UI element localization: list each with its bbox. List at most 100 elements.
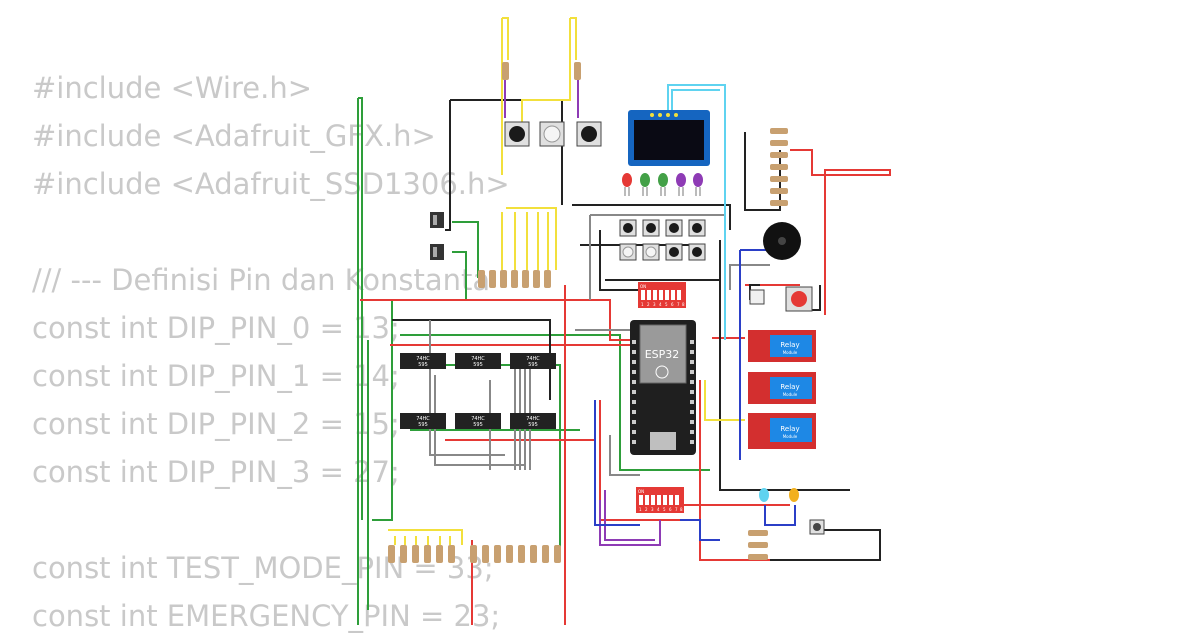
resistor-icon bbox=[530, 545, 537, 563]
dip-number: 7 bbox=[677, 302, 680, 307]
wires-gray bbox=[429, 214, 770, 476]
dip-number: 4 bbox=[659, 302, 662, 307]
resistor-icon bbox=[506, 545, 513, 563]
tact-button-icon bbox=[809, 519, 825, 535]
relay-module-1: Relay Module bbox=[748, 330, 816, 362]
relay-label: Relay bbox=[780, 341, 799, 349]
resistor-icon bbox=[489, 270, 496, 288]
dip-number: 3 bbox=[653, 302, 656, 307]
buzzer-icon bbox=[763, 222, 801, 260]
code-line: const int DIP_PIN_2 = 15; bbox=[32, 407, 400, 441]
resistor-icon bbox=[518, 545, 525, 563]
code-line: #include <Adafruit_SSD1306.h> bbox=[32, 167, 510, 201]
dip-number: 4 bbox=[657, 507, 660, 512]
led-icon bbox=[693, 173, 703, 196]
relay-label: Relay bbox=[780, 383, 799, 391]
dip-number: 8 bbox=[682, 302, 685, 307]
resistor-icon bbox=[436, 545, 443, 563]
resistor-stack-bottom-right bbox=[748, 530, 768, 560]
wires-black bbox=[392, 99, 881, 561]
pushbutton-grid bbox=[619, 219, 706, 261]
resistor-icon bbox=[770, 128, 788, 134]
dip-number: 5 bbox=[665, 302, 668, 307]
resistor-icon bbox=[482, 545, 489, 563]
resistor-row-bottom bbox=[388, 545, 561, 563]
resistor-stack-right bbox=[770, 128, 788, 206]
shift-register-1: 74HC 595 bbox=[400, 353, 446, 369]
dip-number: 5 bbox=[663, 507, 666, 512]
pushbutton-icon bbox=[504, 121, 530, 147]
dip-number: 1 bbox=[641, 302, 644, 307]
dip-on-label: ON bbox=[640, 284, 646, 289]
relay-module-3: Relay Module bbox=[748, 413, 816, 449]
resistor-icon bbox=[424, 545, 431, 563]
dip-number: 7 bbox=[675, 507, 678, 512]
resistor-icon bbox=[770, 140, 788, 146]
chip-label: 595 bbox=[528, 422, 538, 428]
led-icon bbox=[676, 173, 686, 196]
chip-label: 595 bbox=[473, 362, 483, 368]
chip-label: 595 bbox=[473, 422, 483, 428]
resistor-icon bbox=[770, 200, 788, 206]
shift-register-2: 74HC 595 bbox=[455, 353, 501, 369]
resistor-icon bbox=[388, 545, 395, 563]
chip-label: 74HC bbox=[416, 356, 430, 362]
pushbutton-icon bbox=[539, 121, 565, 147]
code-line: /// --- Definisi Pin dan Konstanta bbox=[32, 263, 491, 297]
relay-sublabel: Module bbox=[783, 350, 798, 355]
dip-number: 6 bbox=[671, 302, 674, 307]
code-line: #include <Adafruit_GFX.h> bbox=[32, 119, 436, 153]
chip-label: 595 bbox=[418, 422, 428, 428]
resistor-icon bbox=[544, 270, 551, 288]
shift-register-4: 74HC 595 bbox=[400, 413, 446, 429]
resistor-icon bbox=[478, 270, 485, 288]
resistor-icon bbox=[770, 152, 788, 158]
resistor-icon bbox=[522, 270, 529, 288]
chip-label: 74HC bbox=[526, 416, 540, 422]
code-line: const int DIP_PIN_1 = 14; bbox=[32, 359, 400, 393]
resistor-icon bbox=[400, 545, 407, 563]
pushbutton-icon bbox=[576, 121, 602, 147]
dip-switch-2: ON 1 2 3 4 5 6 7 8 bbox=[636, 487, 684, 513]
chip-label: 74HC bbox=[526, 356, 540, 362]
slide-switch-icon bbox=[430, 244, 444, 260]
chip-label: 595 bbox=[418, 362, 428, 368]
resistor-icon bbox=[748, 542, 768, 548]
led-icon bbox=[622, 173, 632, 196]
relay-sublabel: Module bbox=[783, 392, 798, 397]
dip-number: 3 bbox=[651, 507, 654, 512]
relay-module-2: Relay Module bbox=[748, 372, 816, 404]
resistor-icon bbox=[574, 62, 581, 80]
esp32-board: ESP32 bbox=[630, 320, 696, 455]
wires bbox=[357, 17, 891, 625]
code-overlay: #include <Wire.h>#include <Adafruit_GFX.… bbox=[32, 68, 510, 644]
resistor-icon bbox=[448, 545, 455, 563]
resistor-icon bbox=[470, 545, 477, 563]
led-icon bbox=[640, 173, 650, 196]
resistor-icon bbox=[770, 188, 788, 194]
resistor-icon bbox=[542, 545, 549, 563]
resistor-icon bbox=[511, 270, 518, 288]
dip-number: 6 bbox=[669, 507, 672, 512]
resistor-icon bbox=[494, 545, 501, 563]
relay-sublabel: Module bbox=[783, 434, 798, 439]
dip-number: 2 bbox=[645, 507, 648, 512]
chip-label: 74HC bbox=[416, 416, 430, 422]
chip-label: 74HC bbox=[471, 356, 485, 362]
shift-register-5: 74HC 595 bbox=[455, 413, 501, 429]
circuit-diagram: ESP32 Relay Module Relay Module bbox=[357, 17, 891, 625]
led-row bbox=[622, 173, 703, 196]
resistors bbox=[388, 62, 788, 563]
dip-number: 8 bbox=[680, 507, 683, 512]
resistor-icon bbox=[770, 164, 788, 170]
wires-red bbox=[360, 149, 891, 625]
wires-blue bbox=[594, 249, 796, 541]
wires-purple bbox=[504, 80, 661, 546]
resistor-icon bbox=[412, 545, 419, 563]
resistor-icon bbox=[554, 545, 561, 563]
led-icon bbox=[658, 173, 668, 196]
resistor-icon bbox=[748, 554, 768, 560]
resistor-icon bbox=[748, 530, 768, 536]
wires-cyan bbox=[667, 84, 726, 340]
small-button-icon bbox=[749, 289, 765, 305]
